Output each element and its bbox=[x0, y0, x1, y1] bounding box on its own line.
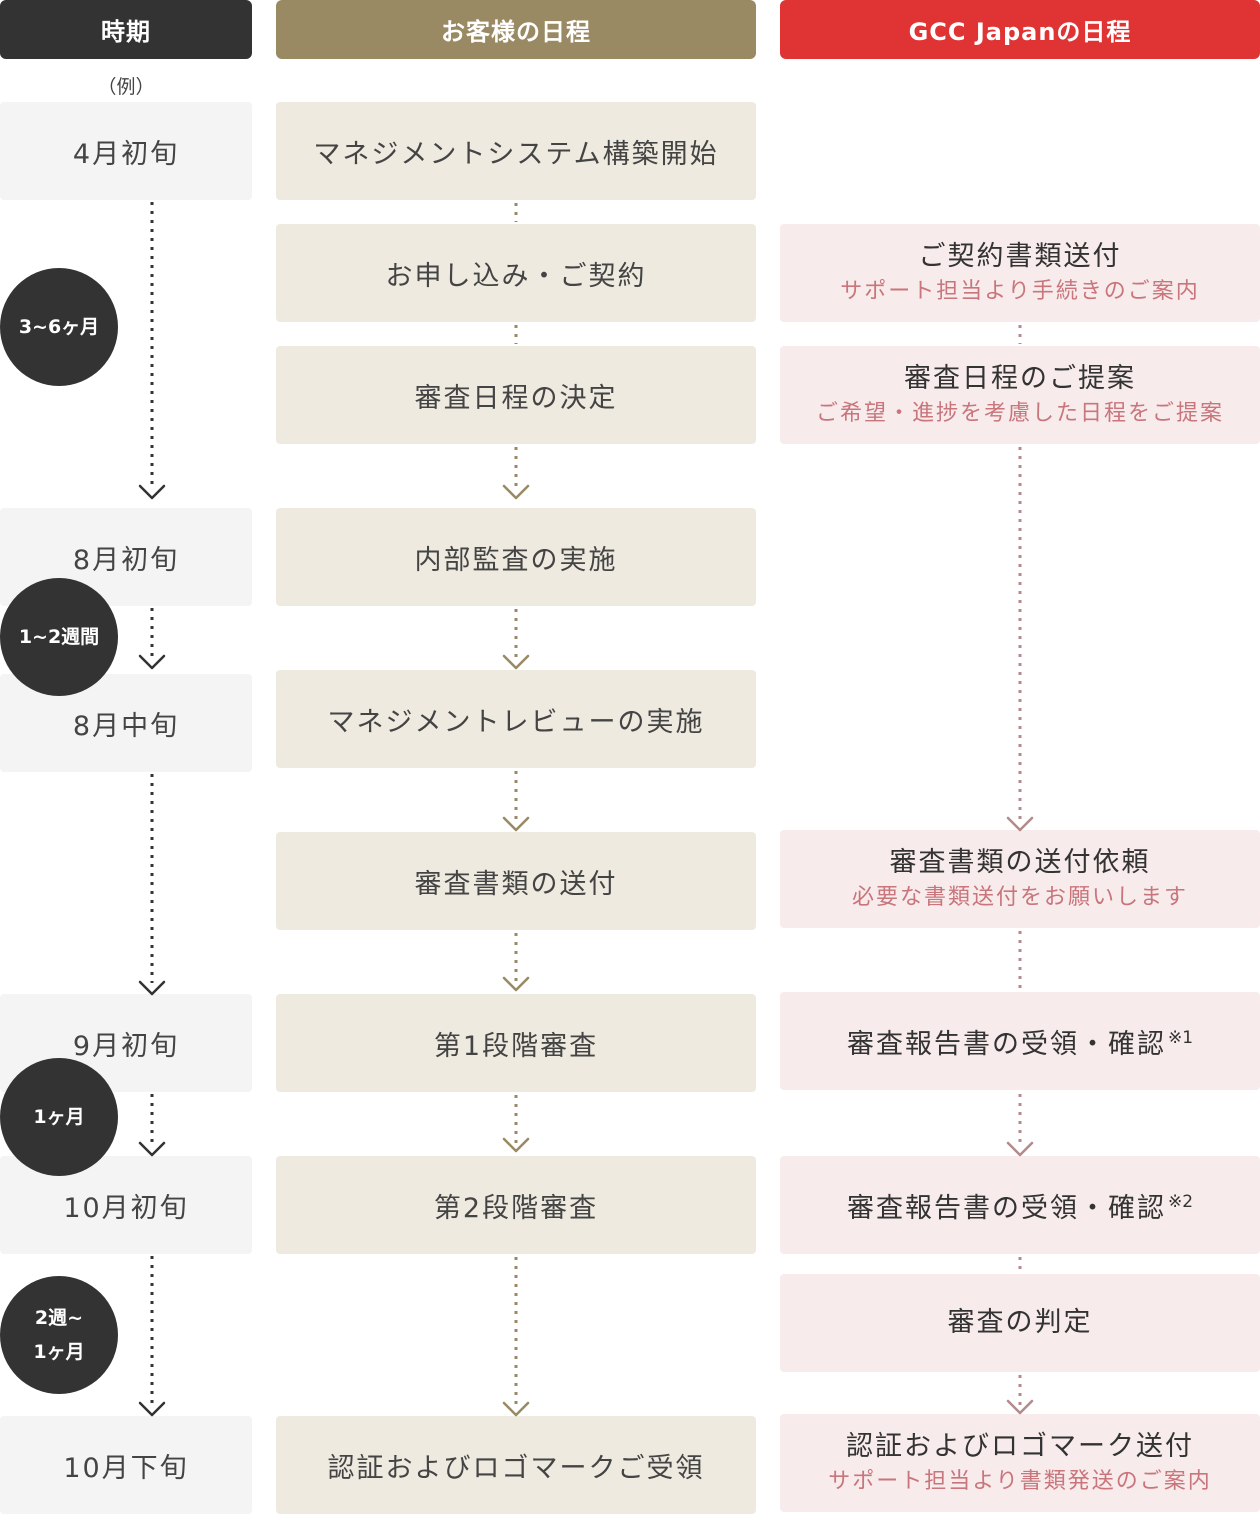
gcc-step-title-row: 審査報告書の受領・確認※1 bbox=[847, 1019, 1193, 1064]
duration-text: 1ヶ月 bbox=[33, 1341, 85, 1363]
gcc-step: 審査書類の送付依頼 必要な書類送付をお願いします bbox=[780, 830, 1260, 928]
customer-header: お客様の日程 bbox=[276, 0, 756, 59]
gcc-step-title: 認証およびロゴマーク送付 bbox=[846, 1431, 1194, 1462]
duration-badge: 2週~ 1ヶ月 bbox=[0, 1276, 118, 1394]
period-box: 9月初旬 bbox=[0, 994, 252, 1092]
customer-step: マネジメントシステム構築開始 bbox=[276, 102, 756, 200]
gcc-step: 審査報告書の受領・確認※1 bbox=[780, 992, 1260, 1090]
customer-step: 審査日程の決定 bbox=[276, 346, 756, 444]
gcc-step-title: 審査報告書の受領・確認 bbox=[846, 1028, 1166, 1060]
gcc-step-title: 審査日程のご提案 bbox=[904, 363, 1136, 394]
duration-text: 2週~ bbox=[34, 1307, 84, 1329]
gcc-step-title-row: 審査報告書の受領・確認※2 bbox=[847, 1183, 1193, 1228]
duration-text: 1~2週間 bbox=[18, 626, 100, 648]
gcc-step-title: 審査報告書の受領・確認 bbox=[846, 1192, 1166, 1224]
customer-step: 内部監査の実施 bbox=[276, 508, 756, 606]
customer-step: 第2段階審査 bbox=[276, 1156, 756, 1254]
gcc-header: GCC Japanの日程 bbox=[780, 0, 1260, 59]
duration-badge: 1~2週間 bbox=[0, 578, 118, 696]
customer-step: 審査書類の送付 bbox=[276, 832, 756, 930]
gcc-step-subtitle: ご希望・進捗を考慮した日程をご提案 bbox=[815, 401, 1224, 426]
customer-step: 認証およびロゴマークご受領 bbox=[276, 1416, 756, 1514]
footnote-mark: ※1 bbox=[1167, 1027, 1194, 1048]
footnote-mark: ※2 bbox=[1167, 1191, 1194, 1212]
period-header: 時期 bbox=[0, 0, 252, 59]
period-box: 10月下旬 bbox=[0, 1416, 252, 1514]
gcc-step: ご契約書類送付 サポート担当より手続きのご案内 bbox=[780, 224, 1260, 322]
duration-badge: 1ヶ月 bbox=[0, 1058, 118, 1176]
example-label: （例） bbox=[97, 76, 155, 98]
gcc-step: 審査報告書の受領・確認※2 bbox=[780, 1156, 1260, 1254]
period-box: 8月中旬 bbox=[0, 674, 252, 772]
customer-step: 第1段階審査 bbox=[276, 994, 756, 1092]
gcc-step-subtitle: サポート担当より手続きのご案内 bbox=[840, 279, 1200, 304]
gcc-step: 審査の判定 bbox=[780, 1274, 1260, 1372]
gcc-step-title: ご契約書類送付 bbox=[918, 241, 1122, 272]
customer-step: お申し込み・ご契約 bbox=[276, 224, 756, 322]
duration-badge: 3~6ヶ月 bbox=[0, 268, 118, 386]
duration-text: 1ヶ月 bbox=[33, 1106, 85, 1128]
gcc-step: 審査日程のご提案 ご希望・進捗を考慮した日程をご提案 bbox=[780, 346, 1260, 444]
customer-step: マネジメントレビューの実施 bbox=[276, 670, 756, 768]
gcc-step-subtitle: 必要な書類送付をお願いします bbox=[851, 885, 1188, 910]
gcc-step-subtitle: サポート担当より書類発送のご案内 bbox=[828, 1469, 1212, 1494]
duration-text: 3~6ヶ月 bbox=[18, 316, 100, 338]
period-box: 4月初旬 bbox=[0, 102, 252, 200]
gcc-step: 認証およびロゴマーク送付 サポート担当より書類発送のご案内 bbox=[780, 1414, 1260, 1512]
gcc-step-title: 審査の判定 bbox=[947, 1307, 1093, 1338]
gcc-step-title: 審査書類の送付依頼 bbox=[889, 847, 1151, 878]
